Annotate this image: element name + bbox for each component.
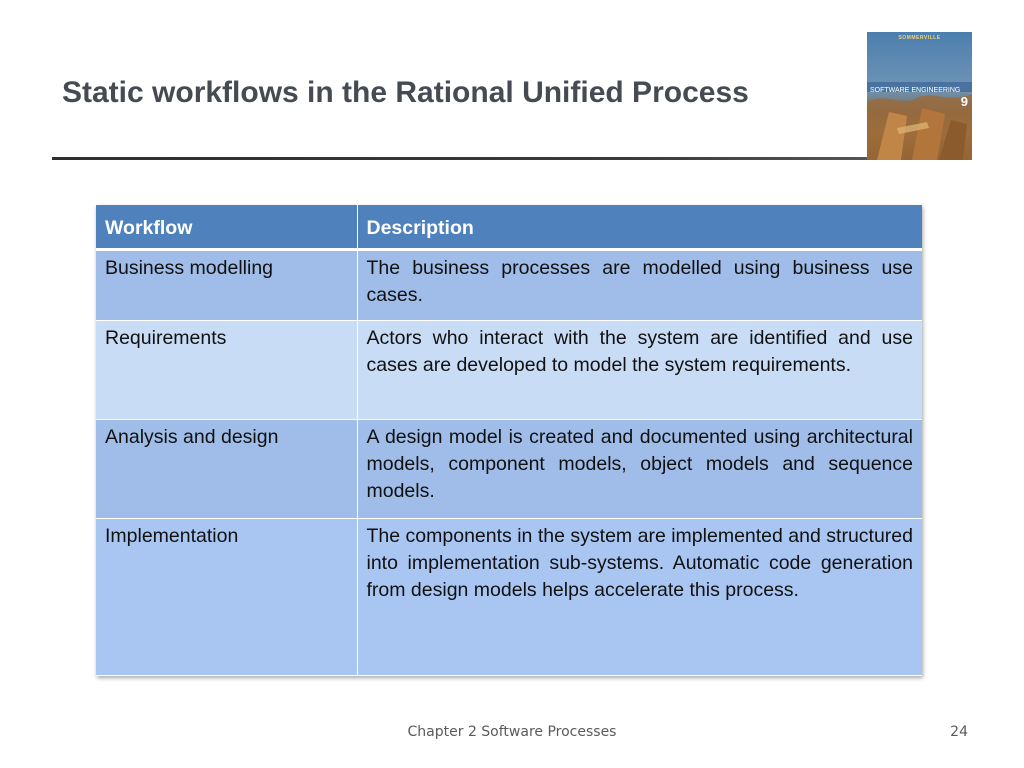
description-cell: The business processes are modelled usin… — [357, 249, 922, 321]
workflow-cell: Analysis and design — [96, 419, 358, 519]
book-author: SOMMERVILLE — [898, 35, 941, 41]
book-title: SOFTWARE ENGINEERING — [870, 87, 961, 94]
title-divider — [52, 157, 870, 160]
table-row: Business modelling The business processe… — [96, 249, 922, 321]
workflow-cell: Implementation — [96, 518, 358, 676]
column-header-description: Description — [357, 205, 922, 251]
workflow-table: Workflow Description Business modelling … — [96, 205, 922, 676]
description-cell: A design model is created and documented… — [357, 419, 922, 519]
table-row: Analysis and design A design model is cr… — [96, 419, 922, 519]
workflow-cell: Requirements — [96, 320, 358, 420]
footer-page-number: 24 — [950, 724, 968, 740]
table-row: Requirements Actors who interact with th… — [96, 320, 922, 420]
footer-chapter-label: Chapter 2 Software Processes — [407, 724, 617, 740]
column-header-workflow: Workflow — [96, 205, 358, 251]
book-edition: 9 — [960, 94, 968, 109]
table-header-row: Workflow Description — [96, 205, 922, 251]
workflow-cell: Business modelling — [96, 249, 358, 321]
book-cover-image: SOMMERVILLE SOFTWARE ENGINEERING 9 — [867, 32, 972, 160]
book-cover-artwork — [867, 82, 972, 160]
table-row: Implementation The components in the sys… — [96, 518, 922, 676]
description-cell: The components in the system are impleme… — [357, 518, 922, 676]
slide-title: Static workflows in the Rational Unified… — [62, 76, 749, 109]
description-cell: Actors who interact with the system are … — [357, 320, 922, 420]
